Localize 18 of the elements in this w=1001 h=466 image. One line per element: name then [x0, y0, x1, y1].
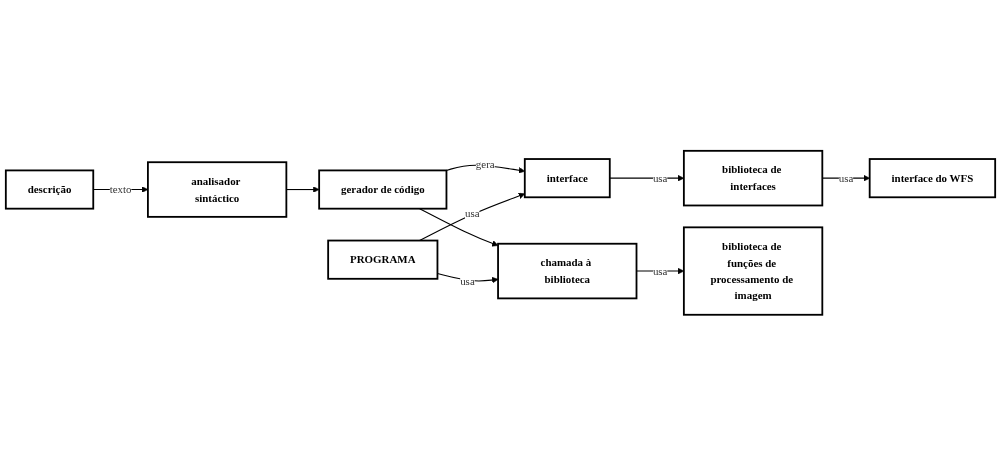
node-box: analisador sintáctico — [147, 161, 288, 218]
node-box: PROGRAMA — [327, 239, 439, 280]
arrow — [419, 193, 526, 242]
edge-label: usa — [460, 275, 475, 288]
edge-label: texto — [109, 183, 132, 196]
node-box: biblioteca de interfaces — [682, 150, 824, 207]
edge-label: usa — [652, 172, 668, 184]
edge-label: usa — [652, 265, 668, 277]
node-box: descrição — [4, 169, 95, 210]
node-box: gerador de código — [318, 169, 448, 210]
arrow — [419, 208, 499, 247]
edge-label: usa — [464, 207, 480, 220]
node-box: biblioteca de funções de processamento de imagem — [682, 226, 824, 316]
edge-label: usa — [838, 172, 854, 184]
node-box: interface — [523, 158, 611, 199]
node-box: chamada à biblioteca — [497, 243, 638, 300]
edge-label: gera — [475, 158, 495, 171]
node-box: interface do WFS — [868, 158, 997, 199]
